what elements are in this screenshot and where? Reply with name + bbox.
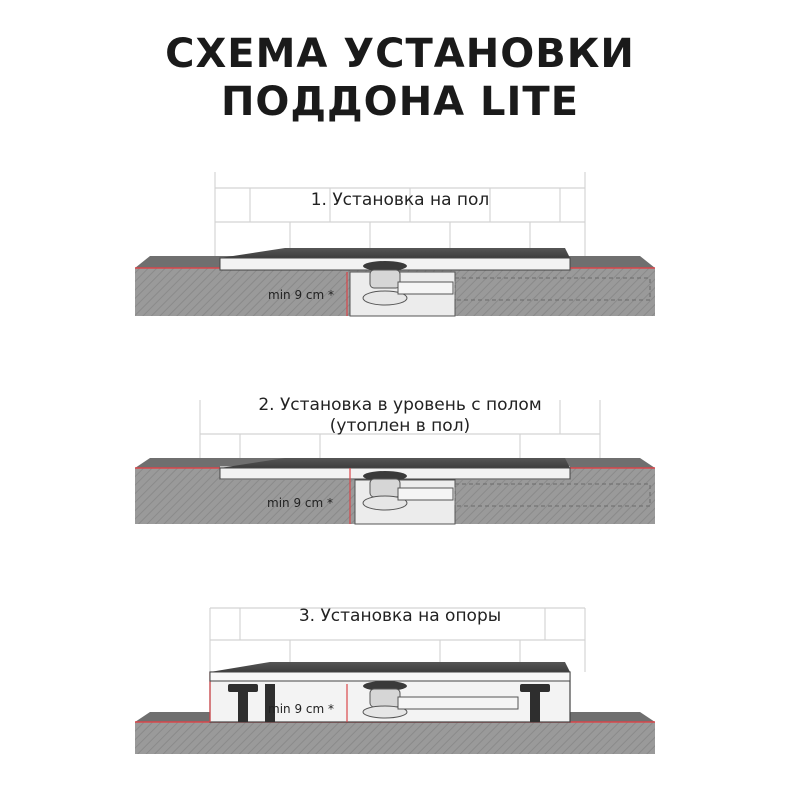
support-legs xyxy=(228,684,550,722)
diagram-floor-install xyxy=(135,172,655,317)
tile-wall xyxy=(199,400,601,462)
step-2-label-line-2: (утоплен в пол) xyxy=(329,416,471,436)
page-title: СХЕМА УСТАНОВКИ ПОДДОНА LITE xyxy=(0,30,800,126)
title-line-2: ПОДДОНА LITE xyxy=(220,79,580,125)
shower-tray xyxy=(220,248,570,258)
diagram-support-install xyxy=(135,607,655,754)
min-height-note-1: min 9 cm * xyxy=(268,288,334,302)
shower-tray xyxy=(220,458,570,468)
step-2-label-line-1: 2. Установка в уровень с полом xyxy=(258,395,542,415)
step-3-label: 3. Установка на опоры xyxy=(298,606,502,626)
diagram-flush-install xyxy=(135,400,655,525)
tile-wall xyxy=(209,607,586,672)
min-height-note-3: min 9 cm * xyxy=(268,702,334,716)
drain-siphon xyxy=(363,261,407,271)
floor-slab xyxy=(135,722,655,754)
tile-wall xyxy=(214,172,586,258)
title-line-1: СХЕМА УСТАНОВКИ xyxy=(165,31,635,77)
step-1-label: 1. Установка на пол xyxy=(310,190,490,210)
shower-tray xyxy=(210,662,570,672)
min-height-note-2: min 9 cm * xyxy=(267,496,333,510)
